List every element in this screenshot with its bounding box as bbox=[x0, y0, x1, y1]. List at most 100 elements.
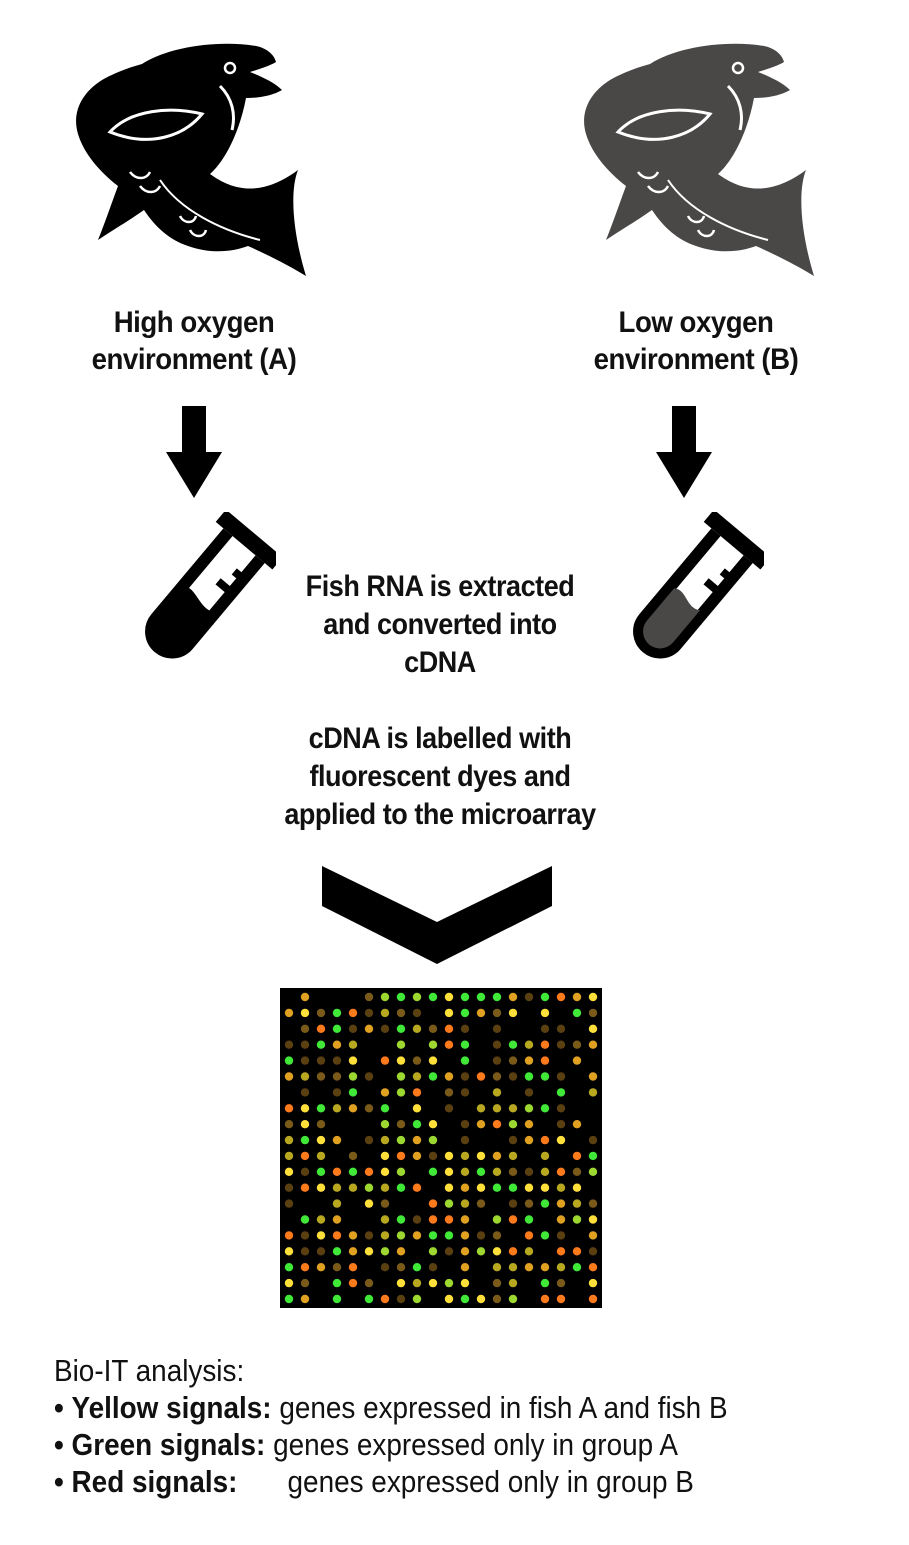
microarray-spot bbox=[524, 1183, 534, 1192]
right-label-line1: Low oxygen bbox=[618, 306, 774, 339]
microarray-spot bbox=[540, 1294, 550, 1304]
microarray-spot bbox=[348, 1040, 358, 1049]
microarray-spot bbox=[364, 1278, 374, 1288]
microarray-spot bbox=[300, 1247, 310, 1256]
microarray-spot bbox=[508, 1040, 518, 1049]
microarray-spot bbox=[364, 1135, 374, 1145]
microarray-spot bbox=[556, 1294, 566, 1304]
microarray-spot bbox=[508, 1151, 518, 1161]
microarray-spot bbox=[316, 1215, 326, 1224]
microarray-spot bbox=[524, 1215, 534, 1224]
microarray-spot bbox=[460, 1024, 470, 1033]
microarray-spot bbox=[492, 1151, 502, 1161]
microarray-spot bbox=[508, 1199, 518, 1208]
microarray-spot bbox=[540, 1278, 550, 1288]
microarray-spot bbox=[316, 1263, 326, 1272]
microarray-spot bbox=[460, 1135, 470, 1145]
microarray-spot bbox=[316, 1056, 326, 1065]
microarray-spot bbox=[380, 1151, 390, 1161]
microarray-spot bbox=[348, 1008, 358, 1018]
microarray-spot bbox=[300, 1231, 310, 1240]
microarray-spot bbox=[492, 992, 502, 1002]
microarray-spot bbox=[524, 1263, 534, 1272]
microarray-spot bbox=[492, 1247, 502, 1256]
microarray-spot bbox=[556, 1167, 566, 1176]
microarray-spot bbox=[588, 1135, 598, 1145]
microarray-spot bbox=[492, 1278, 502, 1288]
microarray-spot bbox=[316, 1120, 326, 1129]
microarray-spot bbox=[460, 1294, 470, 1304]
microarray-spot bbox=[380, 1135, 390, 1145]
microarray-spot bbox=[412, 1024, 422, 1033]
microarray-spot bbox=[412, 1278, 422, 1288]
microarray-spot bbox=[460, 1120, 470, 1129]
microarray-spot bbox=[300, 1008, 310, 1018]
microarray-spot bbox=[316, 1151, 326, 1161]
microarray-spot bbox=[588, 1215, 598, 1224]
microarray-spot bbox=[428, 1040, 438, 1049]
microarray-spot bbox=[476, 1104, 486, 1113]
microarray-spot bbox=[364, 1247, 374, 1256]
right-label-line2: environment (B) bbox=[593, 343, 799, 376]
microarray-spot bbox=[540, 1008, 550, 1018]
microarray-spot bbox=[428, 1231, 438, 1240]
microarray-spot bbox=[396, 1263, 406, 1272]
microarray-spot bbox=[316, 1040, 326, 1049]
microarray-spot bbox=[588, 1247, 598, 1256]
bullet: • bbox=[54, 1390, 64, 1425]
microarray-spot bbox=[396, 1167, 406, 1176]
microarray-spot bbox=[332, 1231, 342, 1240]
microarray-spot bbox=[380, 1231, 390, 1240]
microarray-spot bbox=[396, 1215, 406, 1224]
microarray-spot bbox=[332, 1215, 342, 1224]
microarray-spot bbox=[572, 1151, 582, 1161]
microarray-spot bbox=[316, 1024, 326, 1033]
microarray-spot bbox=[412, 1215, 422, 1224]
microarray-spot bbox=[316, 1135, 326, 1145]
microarray-spot bbox=[556, 1215, 566, 1224]
microarray-spot bbox=[332, 1199, 342, 1208]
step1-line3: cDNA bbox=[404, 646, 476, 679]
microarray-spot bbox=[572, 1040, 582, 1049]
microarray-spot bbox=[508, 1215, 518, 1224]
microarray-spot bbox=[444, 1040, 454, 1049]
microarray-spot bbox=[588, 1072, 598, 1081]
step-labelling-text: cDNA is labelled with fluorescent dyes a… bbox=[224, 720, 656, 834]
microarray-spot bbox=[284, 1278, 294, 1288]
microarray-spot bbox=[300, 1104, 310, 1113]
analysis-key-red: Red signals: bbox=[71, 1464, 238, 1499]
microarray-spot bbox=[364, 1199, 374, 1208]
microarray-spot bbox=[476, 1199, 486, 1208]
microarray-spot bbox=[316, 1247, 326, 1256]
microarray-spot bbox=[428, 1056, 438, 1065]
microarray-spot bbox=[476, 1231, 486, 1240]
microarray-spot bbox=[444, 1199, 454, 1208]
bullet: • bbox=[54, 1427, 64, 1462]
microarray-spot bbox=[556, 1135, 566, 1145]
microarray-spot bbox=[284, 1231, 294, 1240]
microarray-spot bbox=[284, 1247, 294, 1256]
microarray-spot bbox=[572, 1056, 582, 1065]
microarray-spot bbox=[444, 1104, 454, 1113]
microarray-spot bbox=[540, 1040, 550, 1049]
microarray-spot bbox=[460, 1183, 470, 1192]
microarray-spot bbox=[332, 1278, 342, 1288]
microarray-spot bbox=[348, 1056, 358, 1065]
microarray-spot bbox=[284, 1040, 294, 1049]
microarray-spot bbox=[508, 1072, 518, 1081]
microarray-spot bbox=[524, 1199, 534, 1208]
microarray-spot bbox=[380, 1024, 390, 1033]
microarray-spot bbox=[444, 1151, 454, 1161]
microarray-spot bbox=[284, 1072, 294, 1081]
arrow-down-icon-left bbox=[166, 406, 222, 498]
microarray-spot bbox=[476, 1072, 486, 1081]
microarray-spot bbox=[460, 1247, 470, 1256]
microarray-spot bbox=[412, 1151, 422, 1161]
microarray-spot bbox=[476, 1151, 486, 1161]
microarray-spot bbox=[460, 1151, 470, 1161]
microarray-spot bbox=[284, 1008, 294, 1018]
microarray-spot bbox=[300, 1263, 310, 1272]
microarray-spot bbox=[284, 1120, 294, 1129]
microarray-spot bbox=[460, 1263, 470, 1272]
left-environment-label: High oxygen environment (A) bbox=[56, 304, 332, 378]
